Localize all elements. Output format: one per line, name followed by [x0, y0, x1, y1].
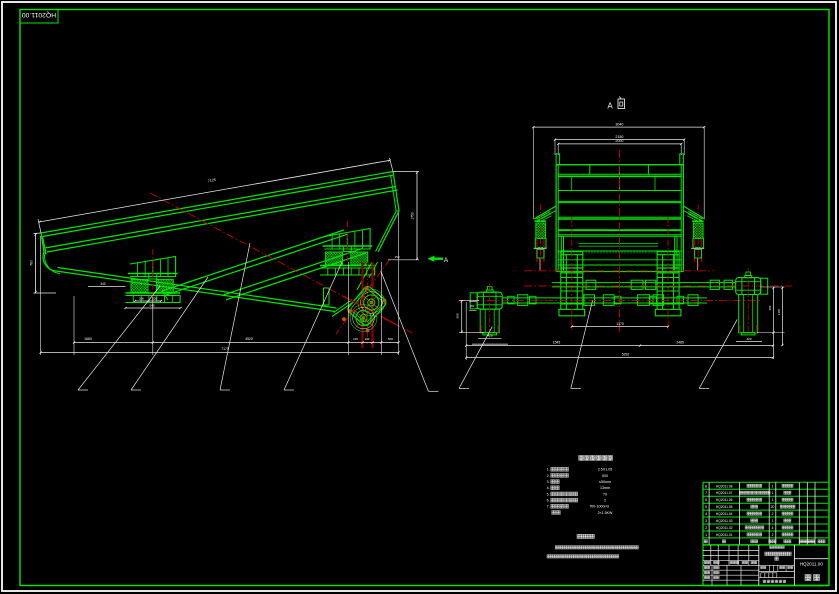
- svg-text:200: 200: [470, 304, 475, 308]
- svg-text:HQ2011.04: HQ2011.04: [716, 512, 733, 516]
- svg-text:1: 1: [772, 519, 774, 523]
- svg-text:1365: 1365: [777, 308, 781, 315]
- svg-text:7.: 7.: [547, 505, 550, 509]
- svg-text:HQ2011.00: HQ2011.00: [22, 11, 56, 18]
- svg-text:1: 1: [772, 491, 774, 495]
- svg-text:2: 2: [772, 533, 774, 537]
- svg-text:A: A: [607, 102, 613, 111]
- svg-text:≤50mm: ≤50mm: [599, 480, 611, 484]
- svg-text:HQ2011.06: HQ2011.06: [716, 498, 733, 502]
- svg-text:1750: 1750: [411, 212, 415, 220]
- svg-text:1.: 1.: [547, 468, 550, 472]
- svg-text:8: 8: [705, 484, 707, 488]
- svg-text:HQ2011.03: HQ2011.03: [716, 519, 733, 523]
- svg-text:100: 100: [152, 297, 157, 301]
- svg-text:420: 420: [487, 334, 492, 338]
- svg-text:7170: 7170: [221, 347, 229, 351]
- svg-text:6: 6: [705, 498, 707, 502]
- svg-text:6.: 6.: [547, 499, 550, 503]
- svg-text:4.: 4.: [547, 486, 550, 490]
- svg-text:A: A: [444, 257, 449, 264]
- svg-text:HQ2011.00: HQ2011.00: [800, 562, 824, 567]
- svg-text:HQ2011.08: HQ2011.08: [716, 484, 733, 488]
- svg-text:1: 1: [772, 484, 774, 488]
- svg-text:1545: 1545: [553, 341, 561, 345]
- svg-text:3040: 3040: [615, 122, 623, 126]
- svg-text:HQ2011.02: HQ2011.02: [716, 526, 733, 530]
- svg-text:5: 5: [705, 505, 707, 509]
- svg-text:13mm: 13mm: [600, 486, 610, 490]
- svg-text:500: 500: [388, 337, 393, 341]
- svg-text:2×1.5KW: 2×1.5KW: [598, 511, 613, 515]
- svg-text:2: 2: [772, 512, 774, 516]
- svg-text:340: 340: [100, 282, 106, 286]
- svg-text:2: 2: [604, 499, 606, 503]
- svg-text:1370: 1370: [616, 322, 624, 326]
- svg-text:1680: 1680: [84, 337, 92, 341]
- svg-text:2485: 2485: [676, 341, 684, 345]
- svg-text:7125: 7125: [208, 178, 217, 183]
- svg-text:HQ2011.07: HQ2011.07: [716, 491, 733, 495]
- svg-text:2.: 2.: [547, 474, 550, 478]
- svg-text:20: 20: [771, 505, 775, 509]
- svg-text:150: 150: [394, 255, 399, 259]
- svg-text:3: 3: [705, 519, 707, 523]
- svg-text:2: 2: [705, 526, 707, 530]
- svg-text:600: 600: [456, 313, 460, 318]
- svg-text:HQ2011.01: HQ2011.01: [716, 533, 733, 537]
- svg-text:5.: 5.: [547, 492, 550, 496]
- svg-text:2150: 2150: [615, 135, 623, 139]
- svg-text:2.5X1.05: 2.5X1.05: [598, 468, 612, 472]
- svg-text:100: 100: [365, 337, 370, 341]
- svg-text:1: 1: [772, 498, 774, 502]
- svg-text:3.: 3.: [547, 480, 550, 484]
- svg-text:4: 4: [705, 512, 707, 516]
- svg-text:4520: 4520: [245, 337, 253, 341]
- svg-text:7: 7: [705, 491, 707, 495]
- svg-text:HQ2011.05: HQ2011.05: [716, 505, 733, 509]
- svg-text:4: 4: [772, 526, 774, 530]
- svg-text:70: 70: [603, 492, 607, 496]
- svg-text:420: 420: [746, 337, 751, 341]
- svg-text:540: 540: [149, 304, 154, 308]
- svg-text:1: 1: [705, 533, 707, 537]
- svg-text:2000: 2000: [615, 139, 623, 143]
- svg-text:145: 145: [353, 337, 358, 341]
- svg-text:700-1000r/d: 700-1000r/d: [589, 505, 608, 509]
- svg-text:5292: 5292: [622, 353, 630, 357]
- svg-text:100: 100: [139, 297, 144, 301]
- svg-text:500: 500: [602, 474, 608, 478]
- svg-text:760: 760: [29, 260, 33, 266]
- svg-text:350: 350: [768, 305, 772, 310]
